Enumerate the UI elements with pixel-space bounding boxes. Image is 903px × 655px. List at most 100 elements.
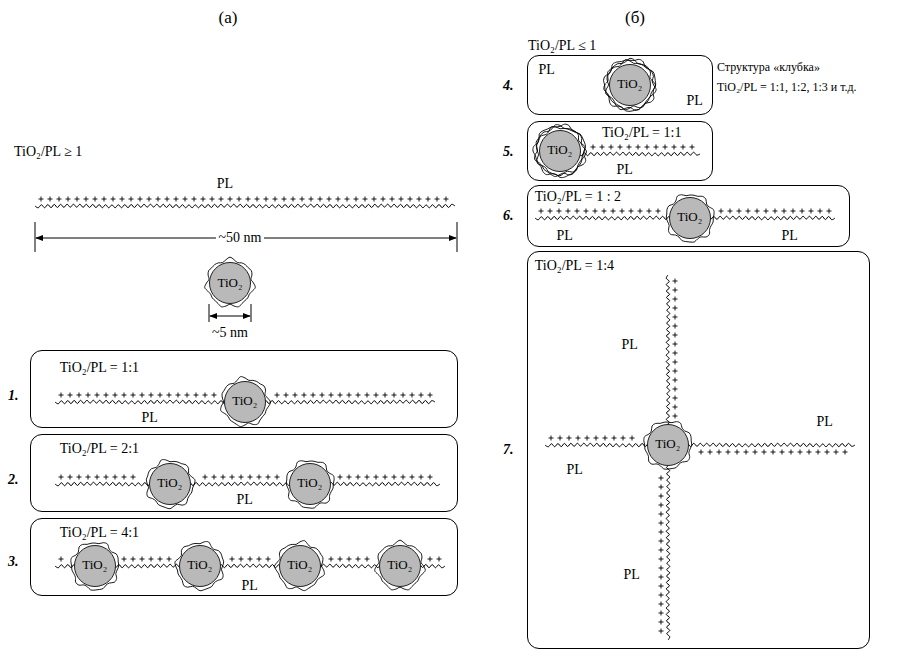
charge-mark [591,145,596,150]
chain-label: PL [617,162,633,178]
charge-mark [95,393,100,398]
ratio-panel: TiO₂/PL = 1:1PLTiO₂ [30,350,458,428]
adsorbed-shell [71,543,119,591]
charge-mark [444,197,449,202]
charge-mark [68,475,73,480]
charge-mark [156,197,161,202]
charge-mark [338,557,343,562]
adsorbed-shell [375,540,426,590]
charge-mark [230,475,235,480]
charge-mark [673,378,678,383]
charge-mark [673,315,678,320]
charge-mark [374,393,379,398]
charge-mark [39,197,44,202]
ratio-panel: TiO₂/PL = 4:1PLTiO₂TiO₂TiO₂TiO₂ [30,518,458,596]
figure-label: Структура «клубка» [717,61,820,75]
charge-mark [807,450,812,455]
tio2-particle: TiO₂ [379,545,421,587]
charge-mark [131,475,136,480]
charge-mark [347,393,352,398]
charge-mark [347,557,352,562]
charge-mark [717,450,722,455]
charge-mark [575,209,580,214]
charge-mark [120,197,125,202]
charge-mark [284,393,289,398]
tio2-particle: TiO₂ [209,262,251,304]
dimension-lines [35,222,457,322]
charge-mark [59,557,64,562]
charge-mark [647,209,652,214]
charge-mark [257,557,262,562]
charge-mark [84,197,89,202]
particle-label: TiO₂ [547,143,572,158]
panel-number: 5. [503,144,514,160]
charge-mark [347,475,352,480]
charge-mark [735,450,740,455]
particle-label: TiO₂ [677,210,702,225]
charge-mark [673,279,678,284]
charge-mark [673,288,678,293]
charge-mark [392,475,397,480]
charge-mark [320,393,325,398]
charge-mark [131,557,136,562]
charge-mark [264,197,269,202]
charge-mark [630,436,635,441]
particle-label: TiO₂ [187,558,212,573]
charge-mark [311,393,316,398]
charge-mark [673,306,678,311]
charge-mark [129,197,134,202]
adsorbed-shell [533,124,586,177]
charge-mark [638,209,643,214]
charge-mark [681,145,686,150]
charge-mark [48,197,53,202]
charge-mark [246,197,251,202]
charge-mark [708,450,713,455]
charge-mark [816,450,821,455]
tio2-particle: TiO₂ [149,463,191,505]
charge-mark [843,450,848,455]
tio2-particle: TiO₂ [647,424,689,466]
particle-label: TiO₂ [157,476,182,491]
particle-label: TiO₂ [387,558,412,573]
charge-mark [399,197,404,202]
dimension-label: ~50 nm [216,230,265,246]
charge-mark [275,393,280,398]
charge-mark [773,209,778,214]
charge-mark [699,450,704,455]
tio2-particle: TiO₂ [289,463,331,505]
figure-label: TiO₂/PL = 1:1, 1:2, 1:3 и т.д. [717,81,857,95]
figure-label: TiO₂/PL ≥ 1 [14,144,82,160]
charge-mark [764,209,769,214]
polymer-chain [666,445,670,640]
charge-mark [673,405,678,410]
charge-mark [603,436,608,441]
charge-mark [383,475,388,480]
charge-mark [345,197,350,202]
charge-mark [273,197,278,202]
charge-mark [185,393,190,398]
charge-mark [673,297,678,302]
charge-mark [609,145,614,150]
charge-mark [584,209,589,214]
ratio-label: TiO₂/PL = 2:1 [60,441,139,457]
charge-mark [365,475,370,480]
chain-label: PL [142,410,158,426]
figure-label: TiO₂/PL ≤ 1 [528,38,596,54]
polymer-chains [35,145,855,641]
charge-mark [219,197,224,202]
ratio-panel: TiO₂/PL = 1:1PLTiO₂ [527,121,713,181]
charge-mark [266,475,271,480]
adsorbed-shell [175,542,224,591]
figure-label: PL [217,176,233,192]
charge-mark [659,485,664,490]
charge-mark [122,393,127,398]
charge-mark [140,393,145,398]
charge-mark [673,342,678,347]
charge-mark [428,475,433,480]
particle-label: TiO₂ [217,276,242,291]
charge-mark [539,209,544,214]
charge-mark [147,197,152,202]
charge-mark [86,475,91,480]
charge-mark [221,475,226,480]
charge-mark [59,475,64,480]
